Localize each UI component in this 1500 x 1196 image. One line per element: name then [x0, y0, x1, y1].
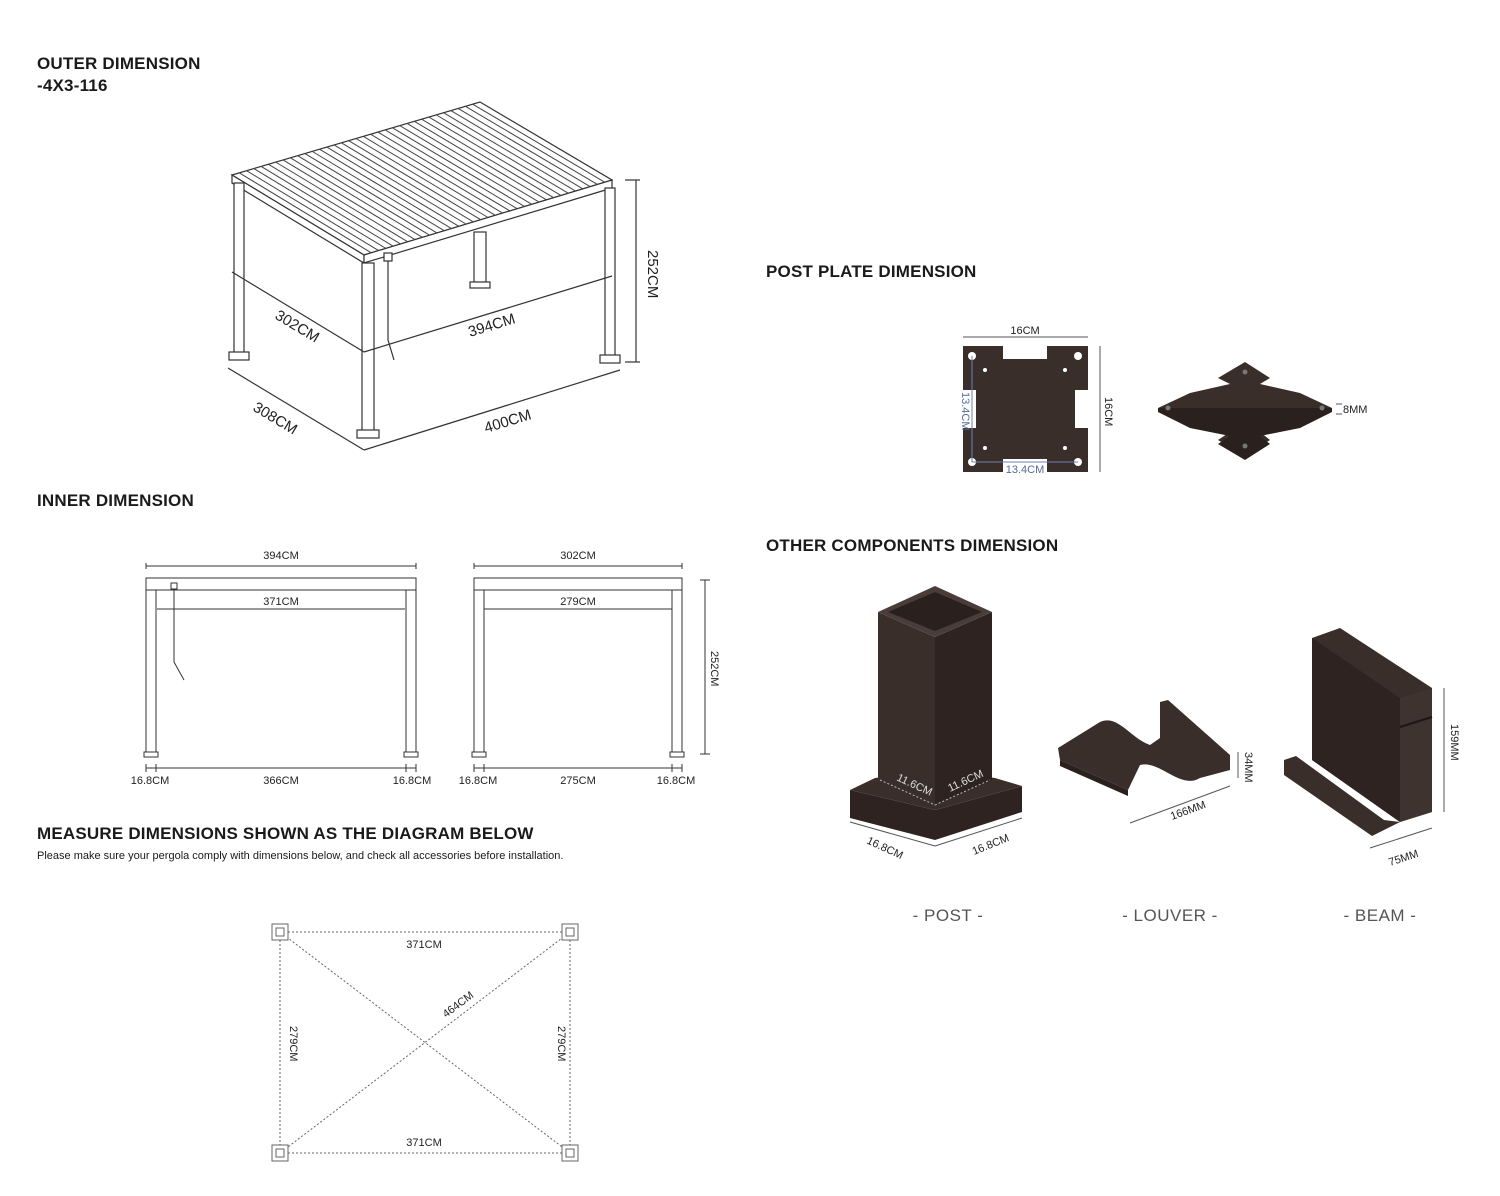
installation-note: Please make sure your pergola comply wit…: [37, 850, 564, 862]
front-gap-label: 366CM: [263, 775, 298, 787]
outer-width-label: 308CM: [250, 399, 300, 438]
front-clear-label: 371CM: [263, 596, 298, 608]
side-clear-label: 279CM: [560, 596, 595, 608]
roof-louver-line: [341, 142, 474, 223]
post-component: [849, 586, 1023, 847]
other-components-title: OTHER COMPONENTS DIMENSION: [766, 536, 1059, 555]
beam-caption: - BEAM -: [1344, 906, 1417, 925]
measure-bottom-label: 371CM: [406, 1137, 441, 1149]
roof-louver-line: [333, 144, 467, 225]
side-top-label: 302CM: [560, 550, 595, 562]
plate-width-label: 16CM: [1010, 325, 1039, 337]
post-plate-title: POST PLATE DIMENSION: [766, 262, 977, 281]
pergola-isometric: [227, 101, 640, 451]
roof-louver-line: [414, 120, 547, 201]
roof-louver-line: [311, 150, 445, 232]
roof-louver-line: [275, 161, 409, 243]
roof-louver-line: [370, 133, 503, 214]
post-base-2-label: 16.8CM: [971, 832, 1011, 858]
roof-louver-line: [443, 112, 576, 192]
plate-hole-x-label: 13.4CM: [1006, 464, 1045, 476]
roof-louver-line: [457, 108, 591, 188]
inner-width-label: 302CM: [272, 307, 322, 346]
roof-louver-line: [465, 105, 598, 185]
front-top-label: 394CM: [263, 550, 298, 562]
plate-thickness-label: 8MM: [1343, 404, 1367, 416]
roof-louver-line: [450, 110, 584, 190]
measure-dimensions-title: MEASURE DIMENSIONS SHOWN AS THE DIAGRAM …: [37, 824, 534, 843]
roof-louver-line: [326, 146, 460, 227]
post-caption: - POST -: [913, 906, 984, 925]
plate-height-label: 16CM: [1102, 397, 1114, 426]
side-gap-label: 275CM: [560, 775, 595, 787]
roof-louver-line: [290, 157, 423, 238]
side-post-right-label: 16.8CM: [657, 775, 696, 787]
roof-louver-line: [363, 135, 496, 216]
roof-louver-line: [348, 140, 481, 221]
roof-louver-line: [355, 138, 489, 218]
beam-width-label: 75MM: [1387, 848, 1420, 869]
post-plate-flat: [963, 336, 1101, 472]
side-post-left-label: 16.8CM: [459, 775, 498, 787]
front-post-right-label: 16.8CM: [393, 775, 432, 787]
model-code: -4X3-116: [37, 76, 108, 95]
roof-louver-line: [421, 118, 554, 199]
louver-width-label: 166MM: [1169, 799, 1208, 823]
side-height-label: 252CM: [708, 651, 720, 686]
beam-component: [1284, 628, 1445, 849]
measure-left-label: 279CM: [287, 1026, 299, 1061]
roof-louver-line: [406, 123, 540, 203]
front-post-left-label: 16.8CM: [131, 775, 170, 787]
roof-louver-line: [428, 116, 562, 196]
roof-louver-line: [435, 114, 569, 194]
roof-louver-line: [268, 163, 401, 245]
roof-louver-line: [253, 168, 387, 249]
plate-hole-y-label: 13.4CM: [959, 392, 971, 431]
roof-louver-line: [282, 159, 416, 240]
roof-louver-line: [246, 170, 379, 252]
roof-louver-line: [239, 172, 372, 254]
beam-height-label: 159MM: [1448, 724, 1460, 761]
roof-louver-line: [399, 125, 533, 205]
roof-louver-line: [319, 148, 452, 229]
post-plate-isometric: [1158, 362, 1342, 460]
roof-louver-line: [304, 153, 438, 234]
louver-component: [1058, 700, 1239, 824]
roof-louver-line: [384, 129, 518, 210]
inner-front-view: [143, 563, 419, 772]
roof-louver-line: [297, 155, 430, 236]
roof-louver-line: [260, 165, 394, 247]
louver-height-label: 34MM: [1242, 752, 1254, 783]
inner-dimension-title: INNER DIMENSION: [37, 491, 194, 510]
measure-diagonal-label: 464CM: [441, 989, 477, 1020]
outer-dimension-title: OUTER DIMENSION: [37, 54, 201, 73]
post-base-1-label: 16.8CM: [865, 835, 905, 862]
roof-louver-line: [392, 127, 525, 207]
louver-caption: - LOUVER -: [1122, 906, 1218, 925]
measure-diagram: [271, 923, 579, 1162]
roof-louver-line: [472, 103, 605, 183]
inner-side-view: [471, 563, 710, 772]
measure-right-label: 279CM: [555, 1026, 567, 1061]
inner-length-label: 394CM: [466, 310, 517, 340]
roof-louver-line: [377, 131, 511, 212]
outer-height-label: 252CM: [644, 250, 661, 298]
measure-top-label: 371CM: [406, 939, 441, 951]
